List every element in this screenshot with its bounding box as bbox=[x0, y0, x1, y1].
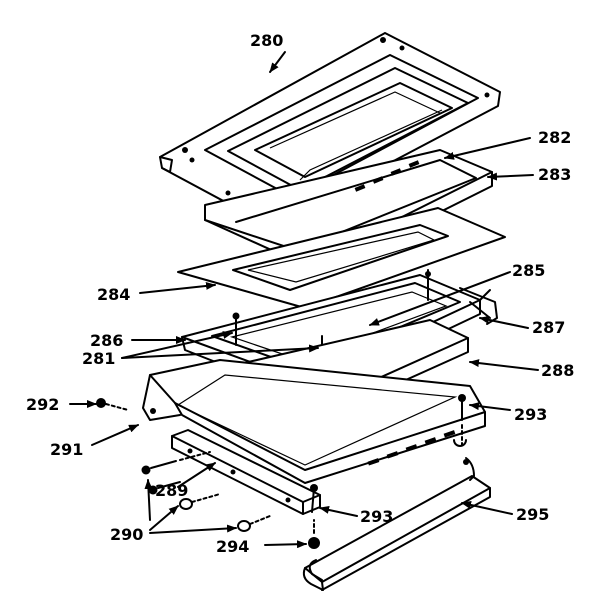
door-handle-295 bbox=[302, 457, 491, 591]
label-280: 280 bbox=[250, 31, 283, 50]
label-295: 295 bbox=[516, 505, 549, 524]
label-286: 286 bbox=[90, 331, 123, 350]
outer-panel-291 bbox=[142, 359, 486, 484]
label-282: 282 bbox=[538, 128, 571, 147]
label-285: 285 bbox=[512, 261, 545, 280]
outer-door-frame-280 bbox=[159, 32, 501, 227]
label-288: 288 bbox=[541, 361, 574, 380]
screw-293-upper bbox=[453, 394, 467, 447]
screw-292 bbox=[96, 398, 129, 411]
label-289: 289 bbox=[155, 481, 188, 500]
leader-lines bbox=[69, 51, 539, 549]
spacer-294 bbox=[308, 519, 320, 549]
label-283: 283 bbox=[538, 165, 571, 184]
label-292: 292 bbox=[26, 395, 59, 414]
bottom-trim-289 bbox=[171, 429, 321, 515]
label-294: 294 bbox=[216, 537, 249, 556]
label-290: 290 bbox=[110, 525, 143, 544]
label-287: 287 bbox=[532, 318, 565, 337]
insulation-sheet-284 bbox=[177, 207, 506, 309]
screws-290 bbox=[141, 451, 271, 532]
screw-293-lower bbox=[310, 484, 318, 513]
label-291: 291 bbox=[50, 440, 83, 459]
label-293-lower: 293 bbox=[360, 507, 393, 526]
label-284: 284 bbox=[97, 285, 130, 304]
door-seal-282 bbox=[354, 160, 420, 192]
label-293-upper: 293 bbox=[514, 405, 547, 424]
label-281: 281 bbox=[82, 349, 115, 368]
